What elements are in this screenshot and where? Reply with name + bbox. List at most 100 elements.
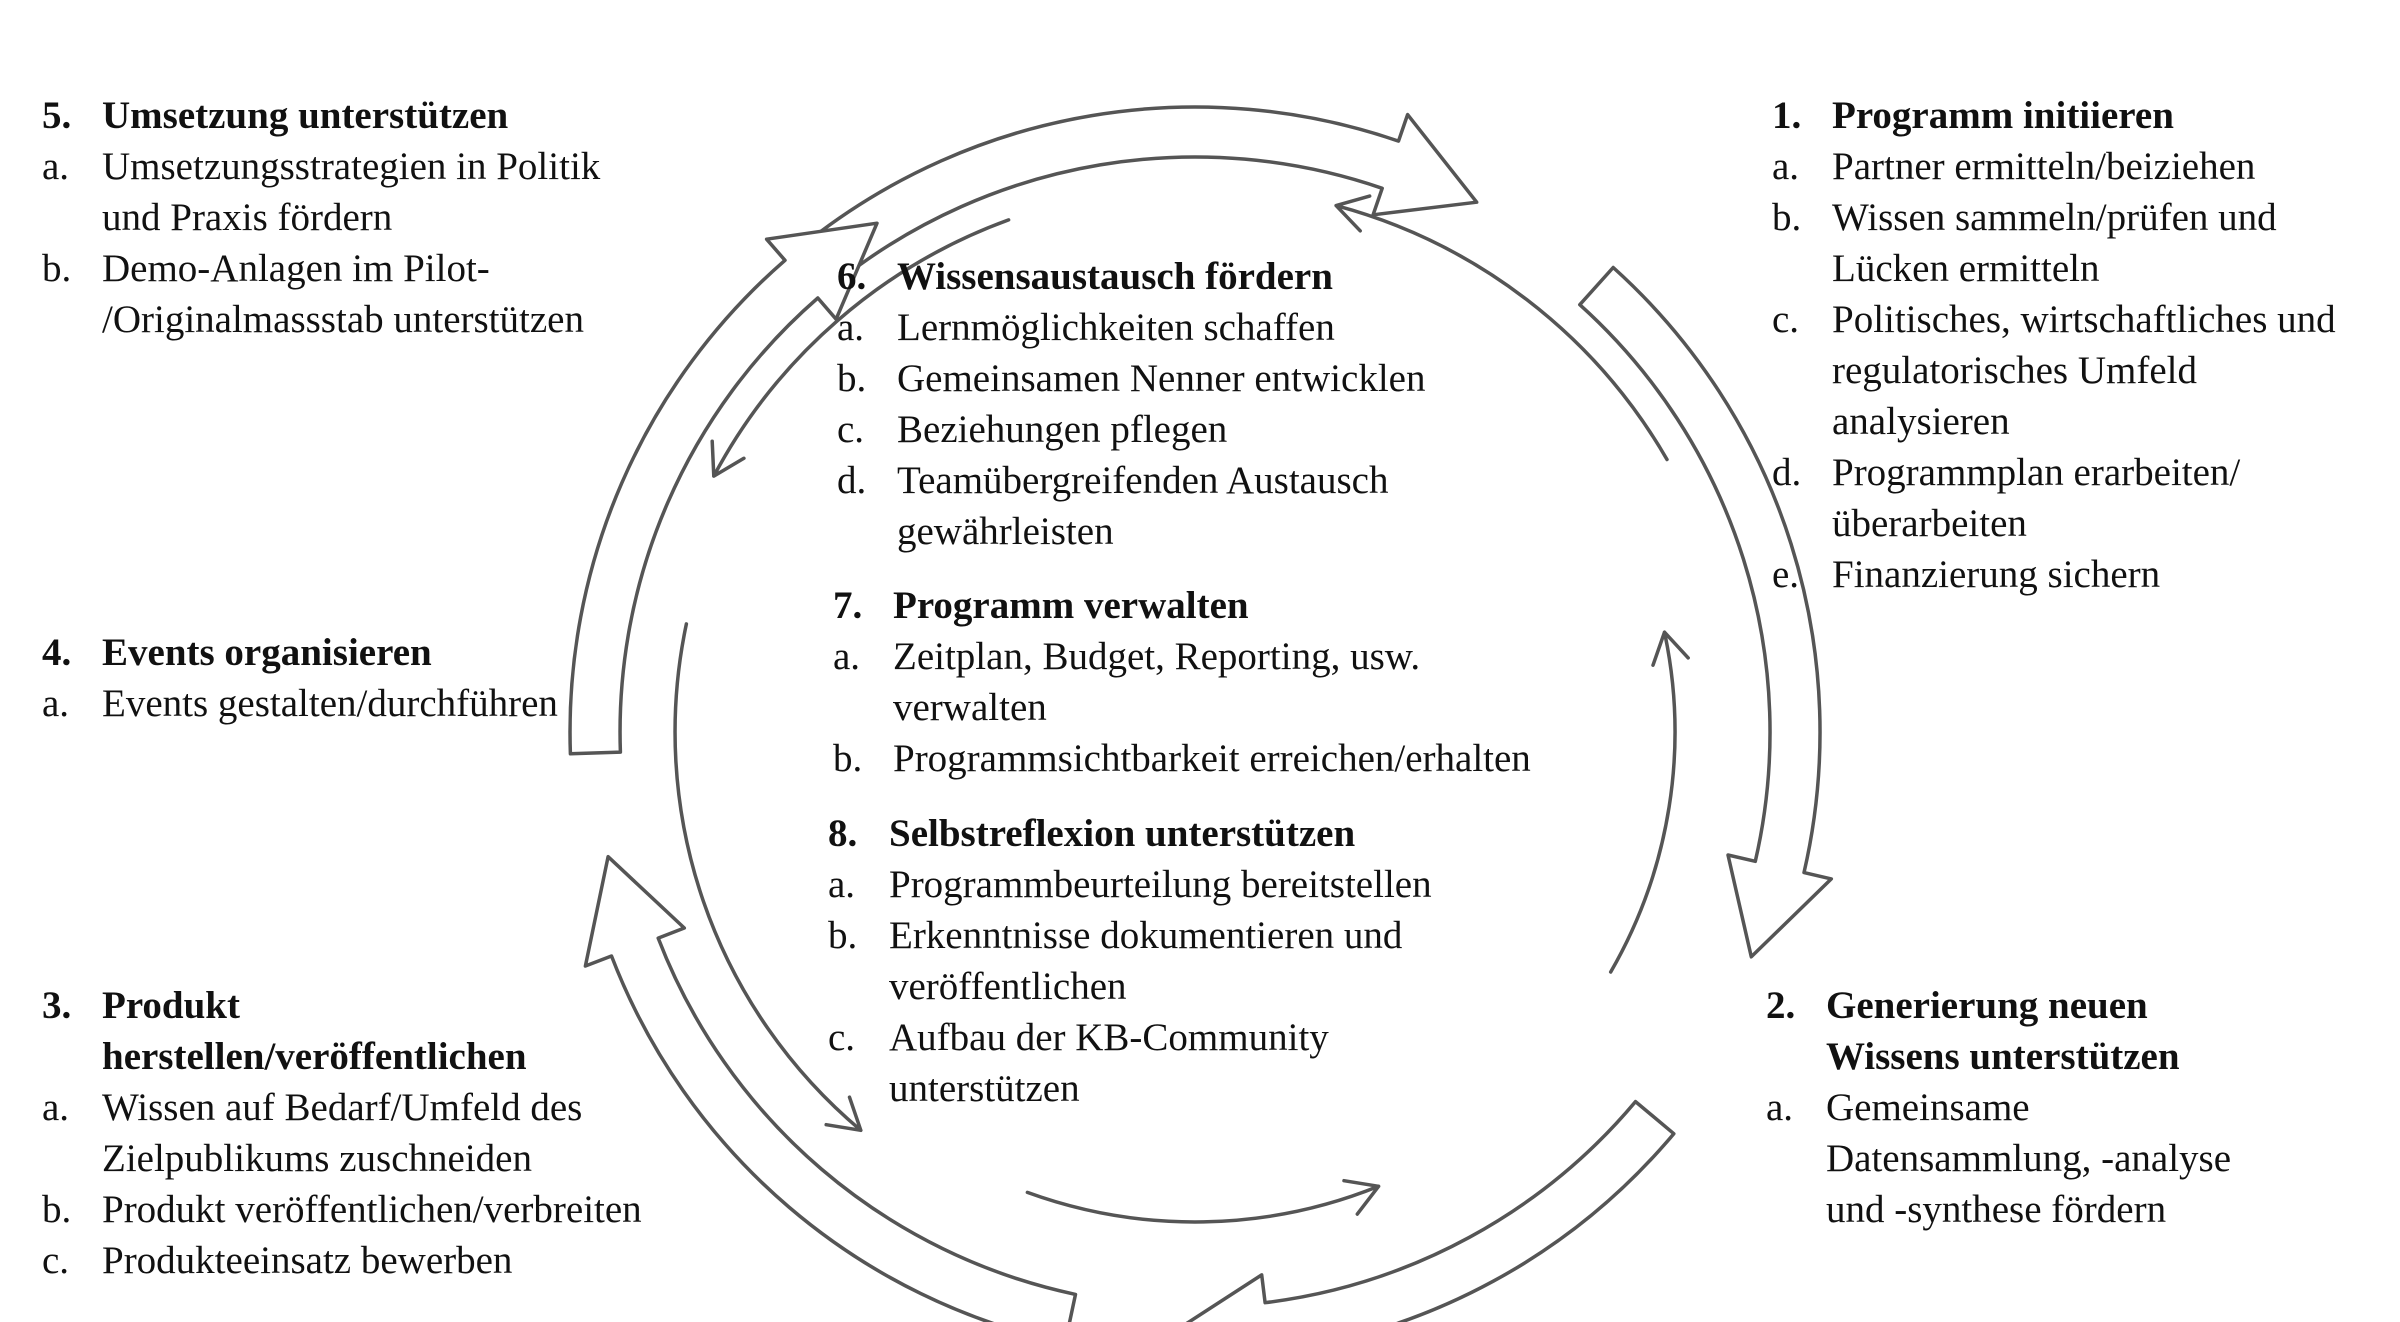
list-item: b. Erkenntnisse dokumentieren und veröff… — [828, 910, 1568, 1012]
section-2-generierung: 2. Generierung neuen Wissens unterstütze… — [1766, 980, 2326, 1235]
section-number: 6. — [837, 255, 867, 298]
inner-cycle-arrows — [673, 194, 1690, 1224]
item-letter: b. — [42, 1188, 72, 1231]
outer-arrow-4-to-5 — [568, 221, 879, 756]
inner-arrow-top-left — [710, 218, 1011, 478]
item-text: Partner ermitteln/beiziehen — [1832, 145, 2256, 188]
section-number: 2. — [1766, 984, 1796, 1027]
section-title: Umsetzung unterstützen — [102, 94, 509, 137]
item-text: Produkteeinsatz bewerben — [102, 1239, 513, 1282]
list-item: d. Programmplan erarbeiten/überarbeiten — [1772, 447, 2382, 549]
item-text: Events gestalten/durchführen — [102, 682, 558, 725]
section-8-selbstreflexion: 8. Selbstreflexion unterstützen a. Progr… — [828, 808, 1568, 1114]
item-text: Wissen sammeln/prüfen und Lücken ermitte… — [1832, 196, 2277, 290]
section-number: 3. — [42, 984, 72, 1027]
inner-arrow-bottom — [1025, 1178, 1381, 1224]
inner-arrow-right-up — [1608, 630, 1690, 974]
item-letter: a. — [42, 1086, 70, 1129]
list-item: a. Lernmöglichkeiten schaffen — [837, 302, 1557, 353]
list-item: c. Politisches, wirtschaftliches und reg… — [1772, 294, 2382, 447]
item-text: Finanzierung sichern — [1832, 553, 2161, 596]
section-title: Events organisieren — [102, 631, 432, 674]
list-item: b. Wissen sammeln/prüfen und Lücken ermi… — [1772, 192, 2382, 294]
item-letter: b. — [42, 247, 72, 290]
item-letter: c. — [828, 1016, 856, 1059]
list-item: c. Beziehungen pflegen — [837, 404, 1557, 455]
list-item: a. Events gestalten/durchführen — [42, 678, 722, 729]
item-letter: a. — [833, 635, 861, 678]
list-item: b. Gemeinsamen Nenner entwicklen — [837, 353, 1557, 404]
item-letter: e. — [1772, 553, 1800, 596]
inner-arrow-left-down — [673, 622, 863, 1133]
item-letter: a. — [837, 306, 865, 349]
item-letter: b. — [828, 914, 858, 957]
section-heading: 8. Selbstreflexion unterstützen — [828, 808, 1568, 859]
item-letter: b. — [1772, 196, 1802, 239]
item-letter: d. — [837, 459, 867, 502]
section-title: Selbstreflexion unterstützen — [889, 812, 1356, 855]
section-6-wissensaustausch: 6. Wissensaustausch fördern a. Lernmögli… — [837, 251, 1557, 557]
section-number: 1. — [1772, 94, 1802, 137]
item-text: Umsetzungsstrategien in Politik und Prax… — [102, 145, 601, 239]
section-title: Produkt herstellen/veröffentlichen — [102, 984, 527, 1078]
section-heading: 7. Programm verwalten — [833, 580, 1633, 631]
list-item: d. Teamübergreifenden Austausch gewährle… — [837, 455, 1557, 557]
section-number: 7. — [833, 584, 863, 627]
section-heading: 5. Umsetzung unterstützen — [42, 90, 662, 141]
item-letter: a. — [42, 682, 70, 725]
list-item: b. Produkt veröffentlichen/verbreiten — [42, 1184, 802, 1235]
outer-arrow-5-to-1 — [808, 105, 1479, 281]
item-text: Lernmöglichkeiten schaffen — [897, 306, 1335, 349]
list-item: b. Programmsichtbarkeit erreichen/erhalt… — [833, 733, 1633, 784]
item-text: Produkt veröffentlichen/verbreiten — [102, 1188, 642, 1231]
list-item: c. Aufbau der KB-Community unterstützen — [828, 1012, 1568, 1114]
list-item: a. Wissen auf Bedarf/Umfeld des Zielpubl… — [42, 1082, 802, 1184]
item-text: Beziehungen pflegen — [897, 408, 1228, 451]
item-letter: c. — [837, 408, 865, 451]
section-number: 4. — [42, 631, 72, 674]
section-number: 5. — [42, 94, 72, 137]
item-letter: a. — [42, 145, 70, 188]
item-letter: c. — [1772, 298, 1800, 341]
section-heading: 1. Programm initiieren — [1772, 90, 2382, 141]
section-title: Programm initiieren — [1832, 94, 2174, 137]
item-letter: b. — [833, 737, 863, 780]
item-text: Erkenntnisse dokumentieren und veröffent… — [889, 914, 1403, 1008]
outer-arrow-1-to-2 — [1578, 265, 1834, 959]
section-number: 8. — [828, 812, 858, 855]
list-item: a. Gemeinsame Datensammlung, -analyse un… — [1766, 1082, 2326, 1235]
outer-arrow-3-to-4 — [583, 854, 1078, 1322]
item-text: Teamübergreifenden Austausch gewährleist… — [897, 459, 1389, 553]
list-item: b. Demo-Anlagen im Pilot- /Originalmasss… — [42, 243, 662, 345]
item-text: Programmplan erarbeiten/überarbeiten — [1832, 451, 2241, 545]
item-text: Gemeinsame Datensammlung, -analyse und -… — [1826, 1086, 2232, 1231]
list-item: a. Partner ermitteln/beiziehen — [1772, 141, 2382, 192]
item-letter: a. — [828, 863, 856, 906]
item-text: Programmsichtbarkeit erreichen/erhalten — [893, 737, 1531, 780]
item-letter: d. — [1772, 451, 1802, 494]
section-title: Wissensaustausch fördern — [897, 255, 1333, 298]
item-text: Gemeinsamen Nenner entwicklen — [897, 357, 1426, 400]
list-item: c. Produkteeinsatz bewerben — [42, 1235, 802, 1286]
section-title: Generierung neuen Wissens unterstützen — [1826, 984, 2180, 1078]
list-item: a. Umsetzungsstrategien in Politik und P… — [42, 141, 662, 243]
item-text: Programmbeurteilung bereitstellen — [889, 863, 1432, 906]
section-4-events: 4. Events organisieren a. Events gestalt… — [42, 627, 722, 729]
item-text: Politisches, wirtschaftliches und regula… — [1832, 298, 2336, 443]
item-text: Wissen auf Bedarf/Umfeld des Zielpubliku… — [102, 1086, 583, 1180]
item-letter: a. — [1766, 1086, 1794, 1129]
list-item: a. Zeitplan, Budget, Reporting, usw. ver… — [833, 631, 1633, 733]
item-text: Zeitplan, Budget, Reporting, usw. verwal… — [893, 635, 1421, 729]
section-title: Programm verwalten — [893, 584, 1249, 627]
section-heading: 6. Wissensaustausch fördern — [837, 251, 1557, 302]
section-7-programm-verwalten: 7. Programm verwalten a. Zeitplan, Budge… — [833, 580, 1633, 784]
section-5-umsetzung: 5. Umsetzung unterstützen a. Umsetzungss… — [42, 90, 662, 345]
item-letter: b. — [837, 357, 867, 400]
inner-arrow-top-right — [1334, 194, 1669, 462]
section-1-programm-initiieren: 1. Programm initiieren a. Partner ermitt… — [1772, 90, 2382, 600]
section-heading: 2. Generierung neuen Wissens unterstütze… — [1766, 980, 2326, 1082]
item-letter: a. — [1772, 145, 1800, 188]
outer-arrow-2-to-3 — [1185, 1099, 1676, 1322]
item-text: Demo-Anlagen im Pilot- /Originalmassstab… — [102, 247, 584, 341]
